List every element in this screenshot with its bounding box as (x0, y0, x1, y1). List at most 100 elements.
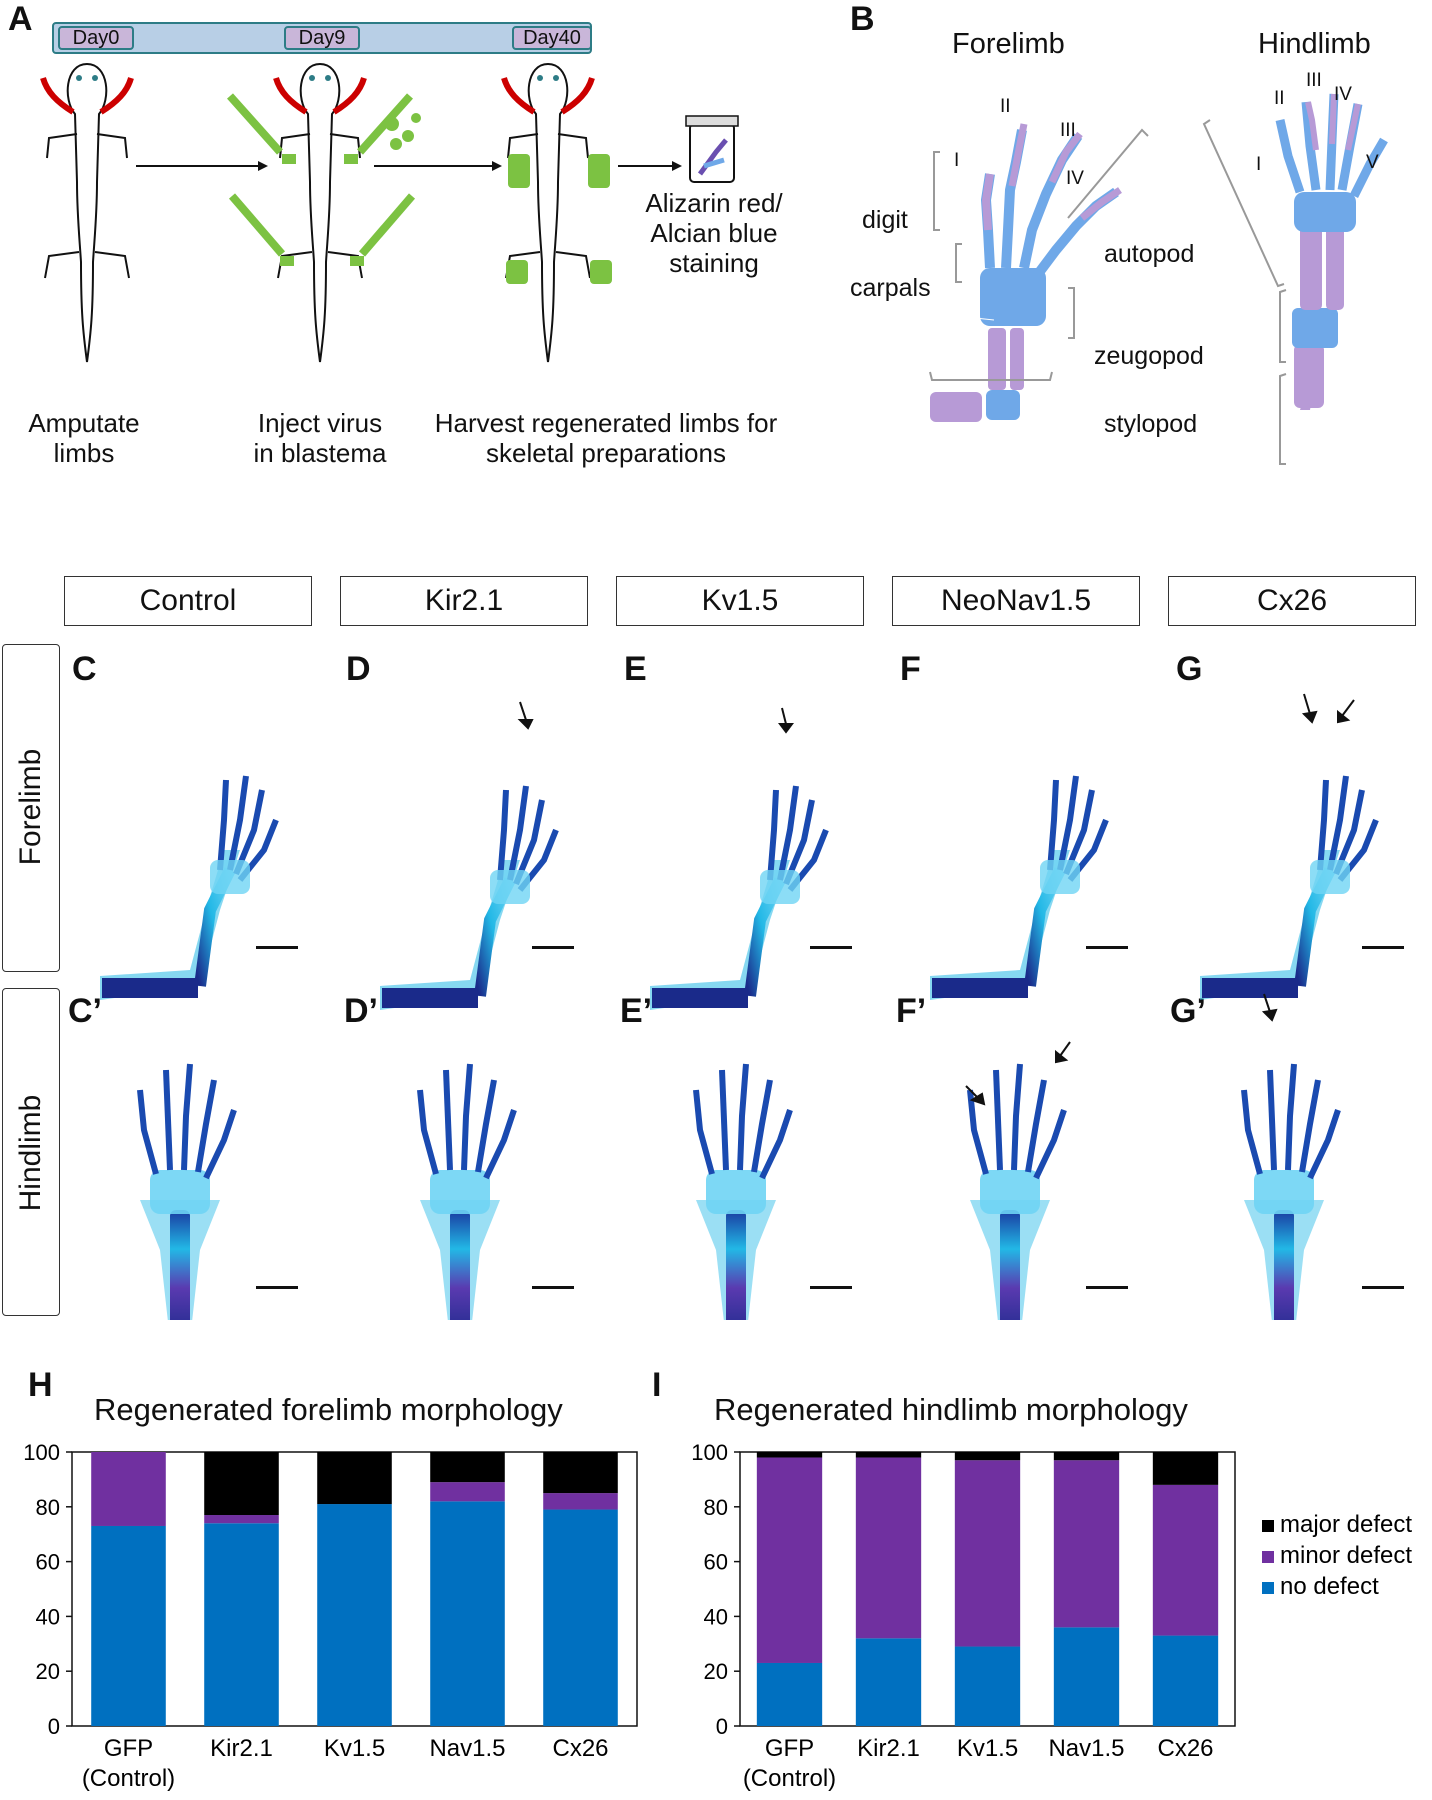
bar-segment-no-defect (954, 1646, 1021, 1726)
legend-swatch (1262, 1520, 1274, 1532)
scale-bar (1362, 1286, 1404, 1289)
row-box-forelimb (2, 644, 60, 972)
bar-segment-minor-defect (954, 1460, 1021, 1647)
panel-label-i: I (652, 1366, 662, 1404)
day-marker: Day9 (284, 26, 360, 50)
scale-bar (810, 1286, 852, 1289)
bar-segment-minor-defect (756, 1457, 823, 1663)
y-tick-label: 60 (36, 1550, 60, 1575)
fore-digit-numeral: III (1060, 120, 1076, 141)
panel-label-f-prime: F’ (896, 992, 927, 1030)
hind-digit-numeral: V (1366, 152, 1379, 173)
bar-segment-major-defect (756, 1452, 823, 1458)
bar-segment-no-defect (543, 1509, 618, 1726)
x-tick-label: Nav1.5 (429, 1735, 505, 1762)
x-tick-label: GFP (104, 1735, 153, 1762)
panel-label-e-prime: E’ (620, 992, 653, 1030)
panel-label-g-prime: G’ (1170, 992, 1206, 1030)
bar-segment-major-defect (543, 1452, 618, 1494)
bar-segment-minor-defect (1152, 1484, 1219, 1636)
scale-bar (256, 946, 298, 949)
y-tick-label: 80 (704, 1495, 728, 1520)
scale-bar (532, 1286, 574, 1289)
x-tick-label: Kir2.1 (857, 1735, 920, 1762)
panel-label-h: H (28, 1366, 53, 1404)
condition-header-neonav15: NeoNav1.5 (892, 576, 1140, 626)
panel-label-d-prime: D’ (344, 992, 378, 1030)
scale-bar (532, 946, 574, 949)
legend-swatch (1262, 1582, 1274, 1594)
label-digit: digit (862, 206, 908, 234)
panel-label-c-prime: C’ (68, 992, 102, 1030)
x-tick-label: Kv1.5 (324, 1735, 385, 1762)
legend-label: major defect (1280, 1511, 1412, 1538)
panel-label-f: F (900, 650, 921, 688)
y-tick-label: 100 (691, 1440, 728, 1465)
y-tick-label: 80 (36, 1495, 60, 1520)
fore-digit-numeral: II (1000, 96, 1011, 117)
y-tick-label: 60 (704, 1550, 728, 1575)
bar-segment-major-defect (954, 1452, 1021, 1461)
bar-segment-minor-defect (91, 1452, 166, 1526)
bar-segment-minor-defect (430, 1482, 505, 1502)
condition-header-cx26: Cx26 (1168, 576, 1416, 626)
bar-segment-major-defect (1053, 1452, 1120, 1461)
bar-segment-minor-defect (204, 1515, 279, 1524)
label-stylopod: stylopod (1104, 410, 1198, 438)
legend-swatch (1262, 1551, 1274, 1563)
fore-digit-numeral: IV (1066, 168, 1084, 189)
x-tick-label: Kir2.1 (210, 1735, 273, 1762)
bar-segment-no-defect (91, 1525, 166, 1726)
label-autopod: autopod (1104, 240, 1195, 268)
hind-digit-numeral: IV (1334, 84, 1352, 105)
y-tick-label: 40 (36, 1604, 60, 1629)
y-tick-label: 0 (48, 1714, 60, 1739)
forelimb-skeleton (930, 123, 1122, 422)
bar-segment-no-defect (756, 1662, 823, 1726)
legend-label: minor defect (1280, 1542, 1412, 1569)
scale-bar (1362, 946, 1404, 949)
stained-limb-photographs (60, 693, 1432, 1320)
label-carpals: carpals (850, 274, 931, 302)
hindlimb-skeleton (1275, 93, 1388, 410)
bar-segment-no-defect (204, 1523, 279, 1726)
fore-digit-numeral: I (954, 150, 960, 171)
row-box-hindlimb (2, 988, 60, 1316)
panel-label-d: D (346, 650, 371, 688)
hindlimb-title: Hindlimb (1258, 28, 1371, 60)
x-tick-label: Kv1.5 (957, 1735, 1018, 1762)
panel-label-b: B (850, 0, 875, 38)
bar-segment-major-defect (1152, 1452, 1219, 1485)
scale-bar (1086, 1286, 1128, 1289)
x-tick-label: Cx26 (552, 1735, 608, 1762)
axolotl-workflow-illustration (0, 56, 739, 396)
bar-segment-no-defect (1152, 1635, 1219, 1726)
y-tick-label: 20 (36, 1659, 60, 1684)
bar-segment-minor-defect (1053, 1460, 1120, 1628)
row-label-forelimb: Forelimb (14, 748, 47, 866)
y-tick-label: 40 (704, 1604, 728, 1629)
label-zeugopod: zeugopod (1094, 342, 1204, 370)
bar-segment-major-defect (317, 1452, 392, 1505)
bar-segment-major-defect (204, 1452, 279, 1516)
bar-segment-major-defect (430, 1452, 505, 1483)
forelimb-title: Forelimb (952, 28, 1065, 60)
hind-digit-numeral: III (1306, 70, 1322, 91)
bar-segment-no-defect (430, 1501, 505, 1726)
day-marker: Day0 (58, 26, 134, 50)
day-marker: Day40 (512, 26, 592, 50)
condition-header-kir21: Kir2.1 (340, 576, 588, 626)
chart-title-hindlimb: Regenerated hindlimb morphology (714, 1392, 1188, 1427)
scale-bar (256, 1286, 298, 1289)
condition-header-control: Control (64, 576, 312, 626)
chart-title-forelimb: Regenerated forelimb morphology (94, 1392, 563, 1427)
bar-segment-minor-defect (543, 1493, 618, 1510)
x-tick-label: (Control) (743, 1765, 836, 1792)
x-tick-label: GFP (765, 1735, 814, 1762)
hind-digit-numeral: I (1256, 154, 1262, 175)
